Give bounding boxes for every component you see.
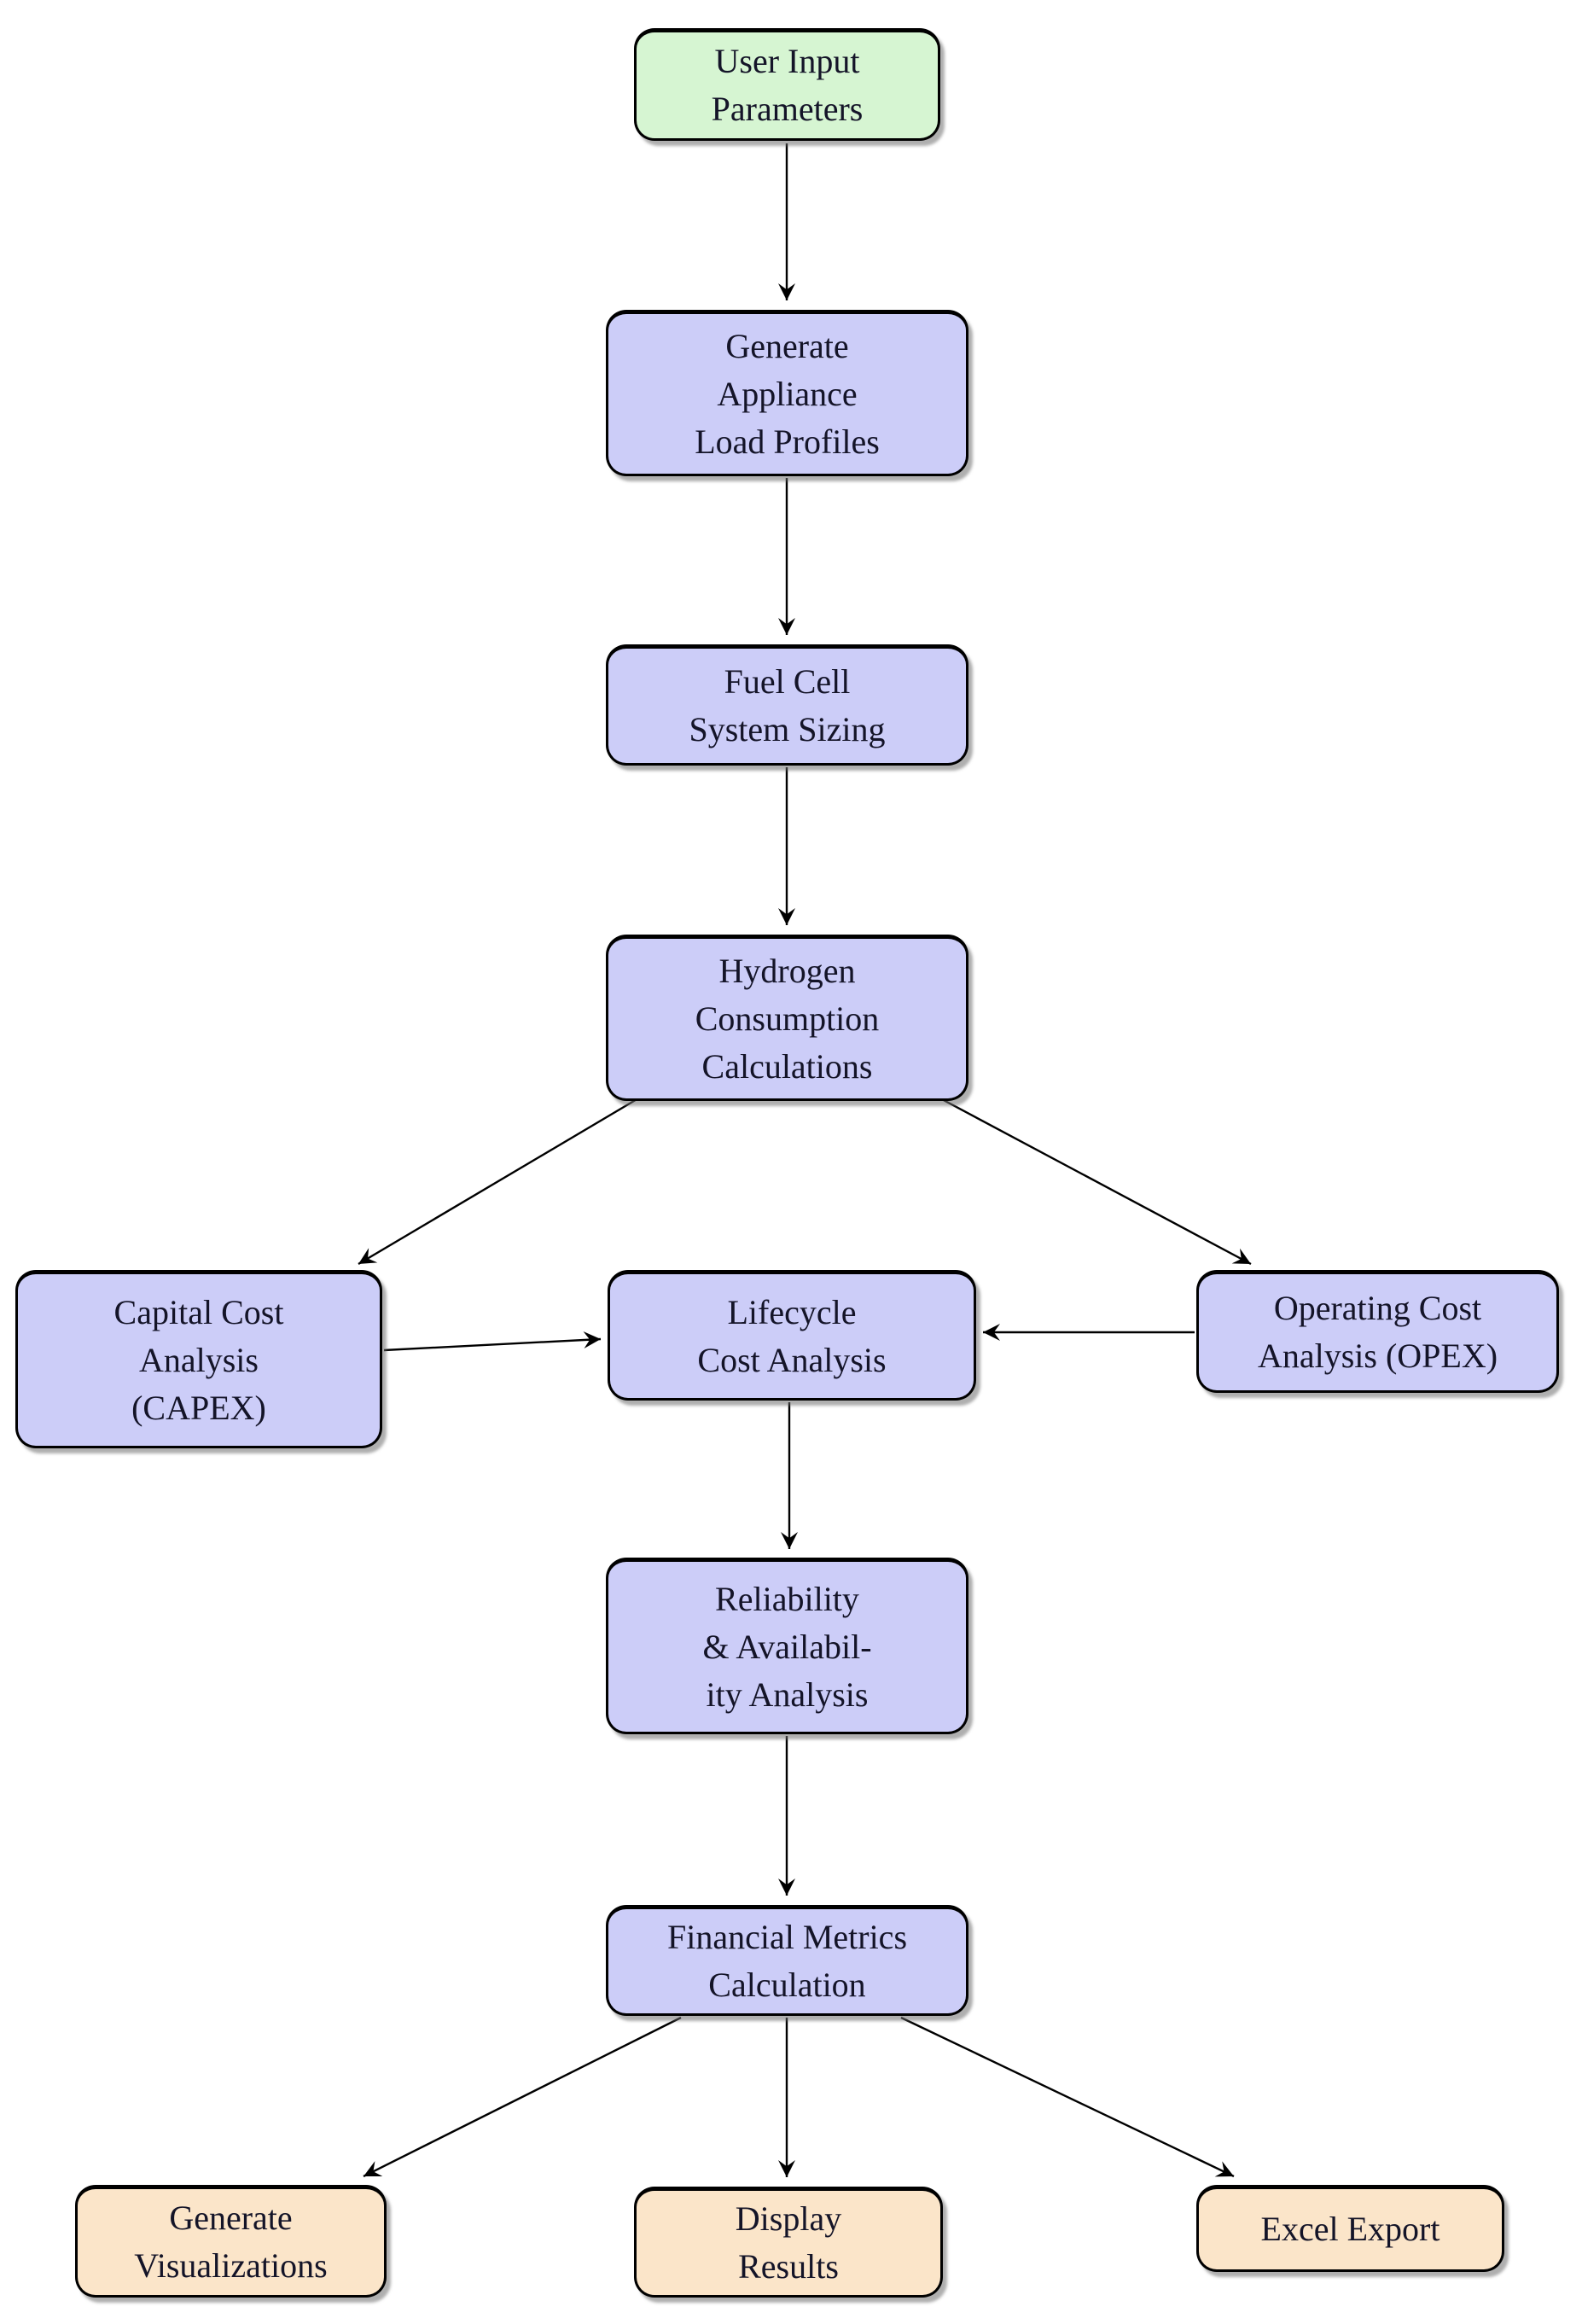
edge-hydrogen-to-capex	[358, 1097, 639, 1266]
node-visualizations-label: Generate Visualizations	[134, 2199, 328, 2285]
node-display-results: Display Results	[634, 2187, 943, 2298]
node-opex-label: Operating Cost Analysis (OPEX)	[1257, 1289, 1498, 1375]
node-lifecycle: Lifecycle Cost Analysis	[608, 1270, 976, 1401]
node-opex: Operating Cost Analysis (OPEX)	[1196, 1270, 1559, 1393]
node-financial-metrics: Financial Metrics Calculation	[606, 1905, 968, 2016]
node-hydrogen-consumption: Hydrogen Consumption Calculations	[606, 935, 968, 1101]
node-financial-metrics-label: Financial Metrics Calculation	[666, 1918, 908, 2004]
node-load-profiles: Generate Appliance Load Profiles	[606, 310, 968, 476]
node-display-results-label: Display Results	[735, 2199, 842, 2286]
node-user-input-label: User Input Parameters	[711, 42, 864, 128]
edge-financial-metrics-to-excel-export	[900, 2016, 1235, 2178]
node-system-sizing-label: Fuel Cell System Sizing	[689, 662, 886, 748]
node-excel-export: Excel Export	[1196, 2185, 1504, 2272]
node-excel-export-label: Excel Export	[1260, 2210, 1440, 2248]
node-capex-label: Capital Cost Analysis (CAPEX)	[113, 1292, 284, 1427]
node-visualizations: Generate Visualizations	[75, 2185, 387, 2298]
node-load-profiles-label: Generate Appliance Load Profiles	[695, 326, 880, 461]
edge-hydrogen-to-opex	[939, 1097, 1252, 1266]
edge-financial-metrics-to-visualizations	[363, 2016, 682, 2178]
node-reliability: Reliability & Availabil- ity Analysis	[606, 1558, 968, 1734]
node-user-input: User Input Parameters	[634, 28, 940, 141]
edge-capex-to-lifecycle	[383, 1331, 602, 1352]
node-system-sizing: Fuel Cell System Sizing	[606, 644, 968, 766]
node-lifecycle-label: Lifecycle Cost Analysis	[697, 1292, 887, 1379]
node-hydrogen-consumption-label: Hydrogen Consumption Calculations	[695, 951, 880, 1086]
node-reliability-label: Reliability & Availabil- ity Analysis	[702, 1579, 872, 1714]
node-capex: Capital Cost Analysis (CAPEX)	[15, 1270, 382, 1448]
